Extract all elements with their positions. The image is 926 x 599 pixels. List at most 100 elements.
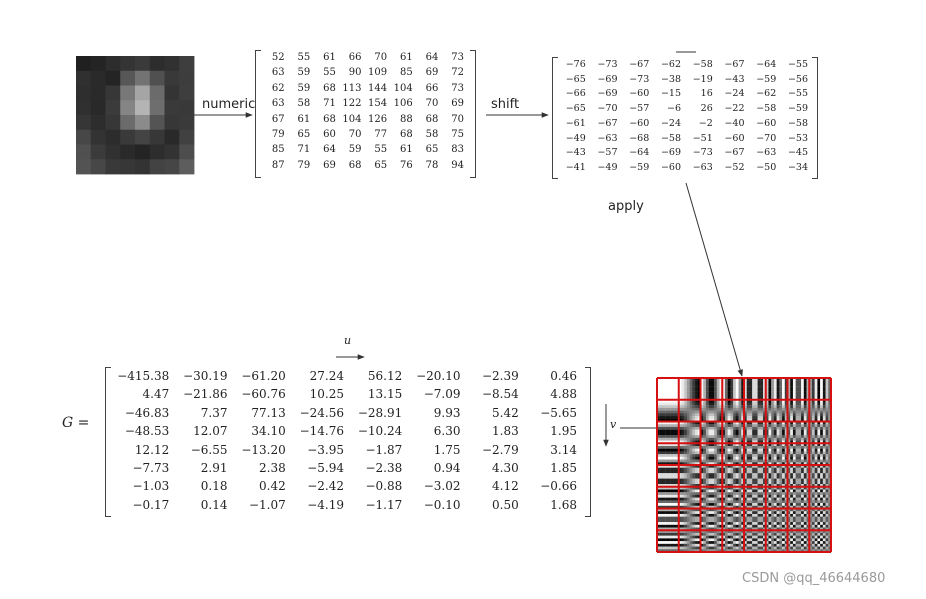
matrix-cell: 62 (271, 82, 285, 94)
matrix-cell: −50 (756, 161, 777, 173)
matrix-cell: 113 (342, 82, 362, 94)
matrix-cell: −67 (629, 59, 650, 70)
matrix-cell: −63 (756, 147, 777, 159)
pixel-cell (149, 70, 165, 86)
matrix-cell: −20.10 (416, 369, 461, 383)
matrix-cell: −2.38 (365, 461, 403, 475)
matrix-cell: 0.46 (550, 369, 577, 383)
apply-arrow (685, 182, 743, 377)
matrix-cell: −61.20 (241, 369, 286, 383)
matrix-cell: 26 (700, 103, 713, 115)
matrix-cell: −49 (565, 132, 586, 144)
matrix-cell: −415.38 (117, 369, 170, 383)
matrix-cell: 68 (425, 113, 439, 125)
matrix-cell: −1.17 (365, 497, 403, 512)
matrix-cell: 65 (374, 159, 388, 171)
matrix-cell: −73 (629, 73, 650, 85)
matrix-cell: 104 (342, 113, 362, 125)
matrix-cell: 69 (425, 67, 439, 79)
bracket-left (255, 50, 261, 178)
matrix-cell: −14.76 (299, 424, 344, 439)
bracket-right (585, 367, 591, 517)
matrix-cell: −60 (629, 88, 650, 100)
pixel-cell (76, 70, 92, 86)
pixel-cell (90, 159, 106, 175)
matrix-cell: −61 (565, 117, 586, 129)
pixel-cell (179, 115, 195, 131)
matrix-cell: −76 (565, 59, 586, 70)
pixel-cell (90, 70, 106, 86)
matrix-cell: 0.18 (200, 479, 228, 494)
matrix-cell: −59 (756, 73, 777, 85)
matrix-cell: 59 (297, 82, 311, 94)
matrix-cell: −64 (629, 147, 650, 159)
matrix-cell: 77 (374, 129, 388, 140)
matrix-cell: 55 (323, 67, 336, 79)
pixel-cell (76, 85, 92, 101)
matrix-cell: −55 (787, 59, 808, 70)
matrix-cell: −69 (597, 73, 618, 85)
pixel-cell (149, 159, 165, 175)
bracket-left (552, 57, 558, 179)
bracket-right (812, 57, 818, 179)
matrix-cell: −46.83 (124, 405, 170, 420)
matrix-cell: −24 (724, 88, 745, 100)
matrix-cell: −0.66 (540, 479, 577, 494)
matrix-cell: −0.17 (132, 497, 170, 512)
matrix-cell: −60 (660, 161, 681, 173)
matrix-cell: −52 (724, 161, 745, 173)
matrix-cell: 60 (323, 129, 336, 140)
matrix-cell: 106 (393, 98, 413, 110)
matrix-cell: 61 (297, 113, 311, 125)
bracket-right (470, 50, 476, 178)
pixel-cell (76, 159, 92, 175)
matrix-cell: 0.94 (433, 461, 461, 475)
pixel-cell (120, 85, 136, 101)
matrix-cell: 3.14 (550, 442, 577, 457)
pixel-cell (105, 115, 121, 131)
pixel-cell (164, 85, 180, 101)
v-symbol: v (610, 418, 617, 431)
pixel-cell (135, 100, 151, 116)
matrix-cell: 1.83 (492, 424, 519, 439)
pixel-cell (135, 56, 151, 72)
matrix-cell: 71 (297, 144, 311, 156)
pixel-cell (179, 70, 195, 86)
matrix-cell: 1.68 (550, 497, 577, 512)
matrix-cell: 16 (700, 88, 713, 100)
pixel-cell (120, 115, 136, 131)
matrix-cell: −69 (660, 147, 681, 159)
matrix-cell: 2.91 (200, 461, 228, 475)
matrix-cell: −70 (756, 132, 777, 144)
matrix-cell: 58 (297, 98, 311, 110)
matrix-cell: 0.50 (492, 497, 519, 512)
matrix-cell: −67 (724, 59, 745, 70)
matrix-cell: 7.37 (200, 405, 228, 420)
pixel-cell (164, 100, 180, 116)
matrix-cell: 4.30 (492, 461, 519, 475)
pixel-cell (179, 56, 195, 72)
matrix-cell: 154 (368, 98, 388, 110)
matrix-cell: −21.86 (183, 387, 228, 402)
matrix-cell: −0.88 (365, 479, 403, 494)
matrix-cell: −60.76 (241, 387, 286, 402)
bracket-left (105, 367, 111, 517)
pixel-cell (105, 100, 121, 116)
matrix-cell: 76 (400, 159, 413, 171)
matrix-cell: −63 (692, 161, 713, 173)
matrix-cell: −60 (756, 117, 777, 129)
numeric-label: numeric (202, 97, 256, 112)
matrix-cell: −59 (787, 103, 808, 115)
matrix-cell: 12.12 (134, 442, 170, 457)
pixel-cell (90, 115, 106, 131)
matrix-cell: 2.38 (259, 461, 286, 475)
matrix-cell: 56.12 (367, 369, 403, 383)
matrix-cell: 0.14 (200, 497, 228, 512)
